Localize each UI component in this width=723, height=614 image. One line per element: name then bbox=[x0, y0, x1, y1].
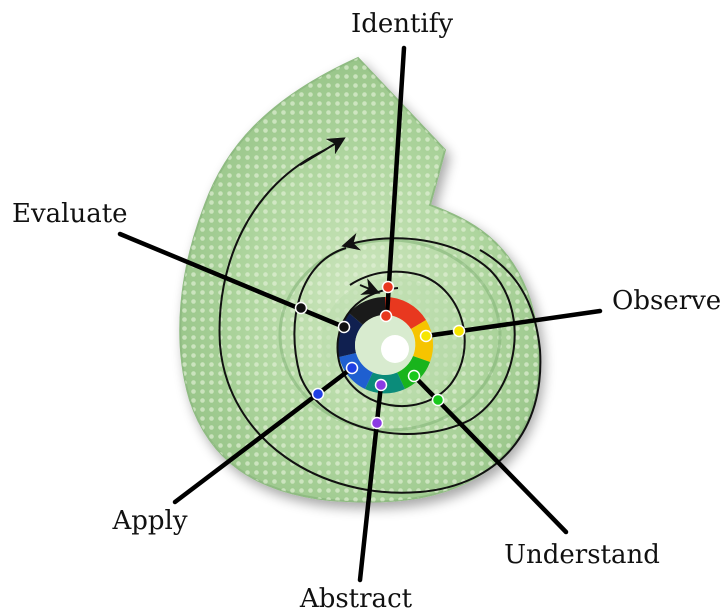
observe-marker-inner bbox=[421, 331, 432, 342]
evaluate-marker-inner bbox=[339, 322, 350, 333]
abstract-marker-inner bbox=[376, 380, 387, 391]
observe-marker-outer bbox=[454, 326, 465, 337]
apply-marker-inner bbox=[347, 363, 358, 374]
label-identify: Identify bbox=[351, 9, 453, 39]
label-abstract: Abstract bbox=[299, 584, 413, 614]
identify-marker-inner bbox=[381, 311, 392, 322]
label-apply: Apply bbox=[111, 506, 187, 536]
label-evaluate: Evaluate bbox=[12, 199, 128, 229]
evaluate-marker-outer bbox=[296, 303, 307, 314]
abstract-marker-outer bbox=[372, 418, 383, 429]
understand-marker-outer bbox=[433, 395, 444, 406]
identify-marker-outer bbox=[383, 282, 394, 293]
label-observe: Observe bbox=[612, 286, 721, 316]
label-understand: Understand bbox=[504, 540, 660, 570]
understand-marker-inner bbox=[409, 371, 420, 382]
apply-marker-outer bbox=[313, 389, 324, 400]
